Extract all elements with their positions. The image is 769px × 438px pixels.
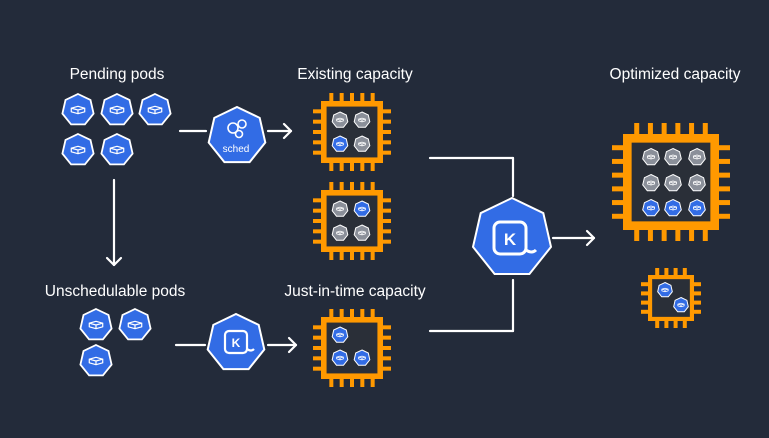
unschedulable-pods-group: [79, 308, 152, 377]
connector-lines: [105, 122, 596, 354]
karpenter-icon: K: [471, 196, 553, 275]
running-pod-icon: [642, 147, 660, 166]
running-pod-icon: [688, 173, 706, 192]
running-pod-icon: [688, 147, 706, 166]
just-in-time-capacity-chip: [313, 309, 391, 387]
capacity-chips-group: [313, 93, 730, 387]
scheduled-pod-icon: [664, 198, 682, 217]
scheduled-pod-icon: [331, 326, 349, 343]
pending-pod-icon: [100, 133, 134, 166]
optimized-small-chip: [641, 268, 701, 328]
unschedulable-pod-icon: [79, 344, 113, 377]
running-pod-icon: [353, 224, 371, 241]
scheduled-pod-icon: [657, 281, 673, 298]
pending-pod-icon: [61, 93, 95, 126]
existing-capacity-chip: [313, 182, 391, 260]
scheduled-pod-icon: [353, 200, 371, 217]
pending-pods-label: Pending pods: [69, 66, 165, 83]
running-pod-icon: [353, 111, 371, 128]
running-pod-icon: [664, 147, 682, 166]
existing-capacity-chip: [313, 93, 391, 171]
unschedulable-pod-icon: [79, 308, 113, 341]
running-pod-icon: [642, 173, 660, 192]
just-in-time-capacity-label: Just-in-time capacity: [284, 283, 426, 300]
optimized-capacity-label: Optimized capacity: [609, 66, 741, 83]
karpenter-main-text: K: [504, 230, 517, 249]
pending-pod-icon: [100, 93, 134, 126]
existing-capacity-label: Existing capacity: [297, 66, 413, 83]
scheduled-pod-icon: [353, 349, 371, 366]
scheduled-pod-icon: [673, 296, 689, 313]
scheduled-pod-icon: [331, 349, 349, 366]
scheduled-pod-icon: [331, 135, 349, 152]
running-pod-icon: [353, 135, 371, 152]
unschedulable-pods-label: Unschedulable pods: [44, 283, 186, 300]
unschedulable-pod-icon: [118, 308, 152, 341]
scheduled-pod-icon: [688, 198, 706, 217]
kubernetes-scheduler-icon: sched: [207, 105, 267, 164]
karpenter-small-icon: K: [206, 312, 266, 371]
running-pod-icon: [331, 111, 349, 128]
running-pod-icon: [331, 200, 349, 217]
pending-pod-icon: [138, 93, 172, 126]
karpenter-small-text: K: [232, 336, 241, 350]
running-pod-icon: [664, 173, 682, 192]
pending-pods-group: [61, 93, 172, 166]
scheduler-text: sched: [223, 144, 250, 155]
optimized-capacity-chip: [612, 123, 730, 241]
running-pod-icon: [331, 224, 349, 241]
scheduled-pod-icon: [642, 198, 660, 217]
pending-pod-icon: [61, 133, 95, 166]
